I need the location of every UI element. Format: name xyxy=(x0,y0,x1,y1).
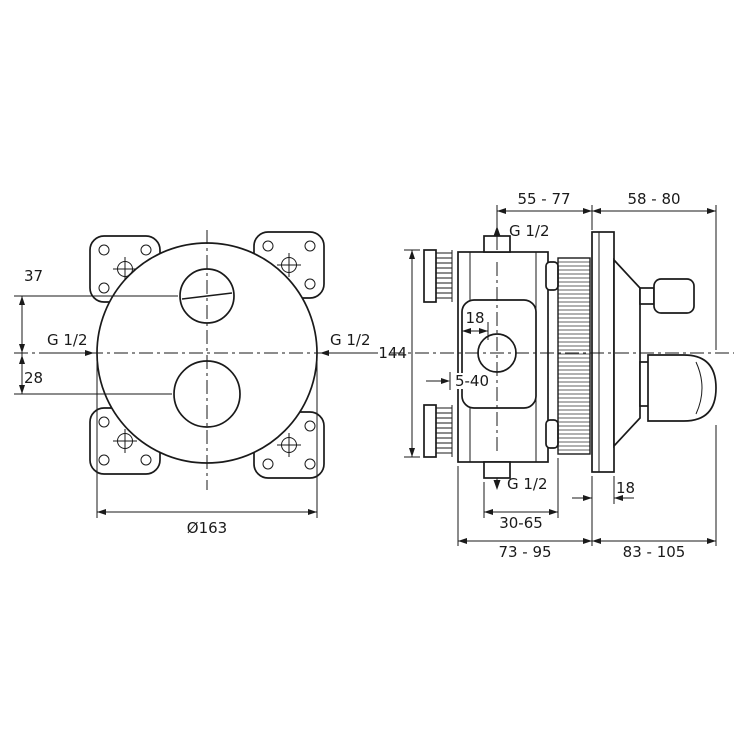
dim-trim-depth: 83 - 105 xyxy=(592,425,717,561)
dim-label-diameter: Ø163 xyxy=(187,519,227,537)
dim-diameter: Ø163 xyxy=(96,360,318,537)
dim-bracket-height: 144 xyxy=(378,249,420,458)
dim-bottom-offset: 28 xyxy=(14,353,172,395)
dim-label-18-cartridge: 18 xyxy=(465,309,484,327)
dim-label-83-105: 83 - 105 xyxy=(623,543,686,561)
dim-depth-body: 55 - 77 xyxy=(497,190,593,230)
dim-cartridge-width: 18 xyxy=(462,309,489,340)
volume-handle-side xyxy=(639,354,717,422)
dim-plate-thickness: 18 xyxy=(572,476,635,504)
temperature-handle-side xyxy=(639,278,695,314)
knob-grip-line xyxy=(181,292,233,300)
thread-label-bottom: G 1/2 xyxy=(507,475,548,493)
mounting-rail-top xyxy=(423,249,453,303)
telescoping-sleeve xyxy=(557,257,591,455)
dim-top-offset: 37 xyxy=(14,267,178,353)
dim-depth-trim: 58 - 80 xyxy=(592,190,717,350)
dim-label-37: 37 xyxy=(24,267,43,285)
dim-label-30-65: 30-65 xyxy=(499,514,543,532)
thread-top-callout: G 1/2 xyxy=(493,205,550,250)
thread-bottom-callout: G 1/2 xyxy=(493,475,548,493)
dim-label-28: 28 xyxy=(24,369,43,387)
thread-label-top: G 1/2 xyxy=(509,222,550,240)
mounting-rail-bottom xyxy=(423,404,453,458)
dim-rough-in: 73 - 95 xyxy=(457,466,593,561)
dim-label-73-95: 73 - 95 xyxy=(498,543,551,561)
dim-label-5-40: 5-40 xyxy=(455,372,489,390)
dim-label-55-77: 55 - 77 xyxy=(517,190,570,208)
side-view: 18 5-40 144 G 1/2 G 1/ xyxy=(378,190,734,561)
dim-label-58-80: 58 - 80 xyxy=(627,190,680,208)
dim-label-18-plate: 18 xyxy=(616,479,635,497)
front-view: 37 28 G 1/2 G 1/2 Ø163 xyxy=(14,230,378,537)
thread-label-right: G 1/2 xyxy=(330,331,371,349)
cover-plate-side xyxy=(591,231,641,473)
connector-tab-bottom xyxy=(545,419,559,449)
thread-left-callout: G 1/2 xyxy=(46,331,94,356)
dim-label-144: 144 xyxy=(378,344,407,362)
thread-label-left: G 1/2 xyxy=(47,331,88,349)
connector-tab-top xyxy=(545,261,559,291)
dim-recess-depth: 30-65 xyxy=(483,458,559,532)
thread-right-callout: G 1/2 xyxy=(320,331,371,356)
dim-wall-thickness: 5-40 xyxy=(426,372,492,390)
